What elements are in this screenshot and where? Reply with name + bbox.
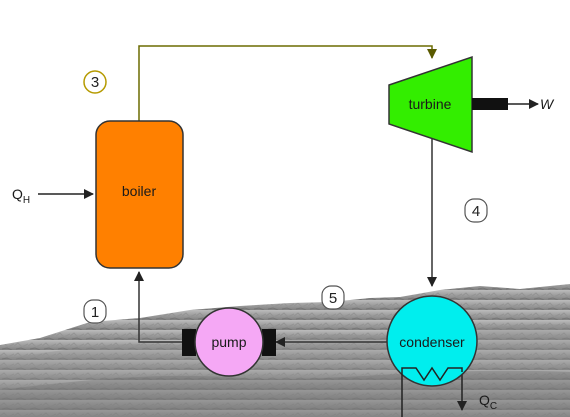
svg-text:5: 5 [329, 290, 337, 307]
pump-right-flange [262, 329, 276, 356]
condenser-body [386, 295, 478, 387]
boiler-body [95, 120, 184, 269]
pipe-boiler-to-turbine [138, 45, 437, 121]
state-badge-5: 5 [321, 285, 345, 310]
heat-in-label: QH [12, 186, 30, 206]
svg-text:1: 1 [91, 304, 99, 321]
svg-text:3: 3 [91, 74, 99, 91]
pump-left-flange [182, 329, 196, 356]
state-badge-1: 1 [83, 299, 107, 324]
condenser-coil-icon [401, 366, 463, 417]
condenser: condenser [386, 295, 478, 417]
pump-label: pump [211, 334, 246, 350]
svg-text:4: 4 [472, 203, 480, 220]
pump-body [194, 307, 264, 377]
state-badge-3: 3 [83, 70, 107, 94]
heat-out-label: QC [479, 392, 497, 412]
boiler-label: boiler [122, 183, 157, 199]
work-out-label: W [540, 96, 555, 112]
pump: pump [182, 307, 276, 377]
turbine-label: turbine [409, 96, 452, 112]
turbine: turbine [388, 55, 508, 154]
piping [38, 45, 539, 411]
state-badges: 3 4 5 1 [83, 70, 488, 324]
state-badge-4: 4 [464, 198, 488, 223]
condenser-label: condenser [399, 334, 465, 350]
boiler: boiler [95, 120, 184, 269]
turbine-body [388, 55, 473, 154]
pipe-pump-to-boiler [134, 271, 196, 343]
energy-labels: QH W QC [12, 96, 555, 412]
turbine-shaft [472, 98, 508, 110]
